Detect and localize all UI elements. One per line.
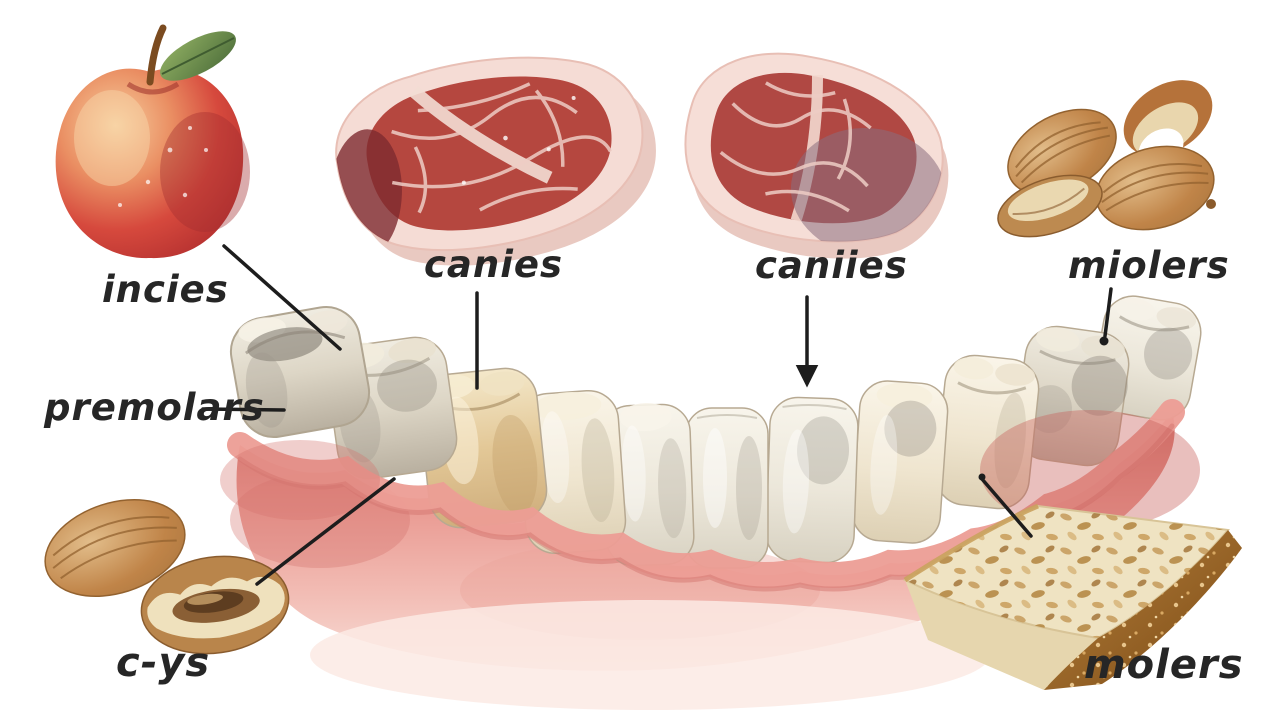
leader-molars-top-right bbox=[1103, 287, 1113, 338]
apple-illustration bbox=[55, 24, 250, 259]
almond-whole-1 bbox=[1007, 108, 1117, 196]
tooth-molar-right-1 bbox=[1014, 325, 1130, 467]
tooth-premolar-left-2 bbox=[517, 389, 627, 555]
tooth-premolar-right bbox=[934, 354, 1040, 510]
almond-whole-2 bbox=[1095, 145, 1216, 231]
label-molars-bottom-right: molers bbox=[1084, 642, 1244, 688]
steak-left-illustration bbox=[320, 28, 674, 290]
tooth-incisor-right bbox=[765, 396, 859, 564]
apple-stem bbox=[146, 24, 167, 86]
leader-lines bbox=[201, 244, 1113, 586]
leader-molars-bottom-right bbox=[980, 477, 1033, 538]
gum-bottom-fade bbox=[310, 600, 990, 710]
steak-left-interior bbox=[329, 53, 626, 258]
almond-half-shell bbox=[997, 174, 1103, 238]
tooth-incisor-left bbox=[685, 407, 769, 569]
walnut-whole bbox=[44, 499, 186, 597]
gum-deep-right bbox=[980, 410, 1200, 530]
leader-molars-dot bbox=[1099, 336, 1109, 346]
bread-crust-speckles bbox=[1044, 530, 1242, 690]
label-incisors: incies bbox=[102, 268, 229, 311]
bread-top-crust-edge bbox=[903, 503, 1039, 583]
bread-illustration bbox=[902, 503, 1242, 690]
leader-incisors bbox=[222, 244, 342, 351]
leader-premolars bbox=[201, 407, 286, 412]
apple-highlight bbox=[74, 90, 150, 186]
gum-deep-left bbox=[220, 440, 380, 520]
steak-right-illustration bbox=[672, 39, 961, 275]
label-premolars: premolars bbox=[44, 386, 265, 429]
apple-speckles bbox=[118, 126, 208, 207]
lower-jaw-illustration bbox=[220, 295, 1202, 710]
leader-cuspids bbox=[255, 477, 396, 586]
apple-leaf-vein bbox=[161, 37, 235, 75]
apple-dimple bbox=[126, 81, 180, 95]
apple-body bbox=[55, 68, 244, 259]
steak-right-interior bbox=[701, 62, 947, 257]
almonds-illustration bbox=[997, 80, 1216, 238]
label-molars-top-right: miolers bbox=[1068, 244, 1230, 287]
walnut-open-shell bbox=[140, 555, 290, 655]
label-canines-left: canies bbox=[424, 243, 564, 286]
bread-crumb-seeds bbox=[905, 506, 1228, 638]
bread-side-face bbox=[905, 580, 1098, 690]
label-canines-right: caniies bbox=[755, 244, 908, 287]
tooth-canine-right bbox=[851, 380, 949, 544]
apple-shade bbox=[160, 112, 250, 232]
label-cuspids-bottom-left: c-ys bbox=[116, 640, 211, 686]
walnut-illustration bbox=[44, 499, 290, 655]
